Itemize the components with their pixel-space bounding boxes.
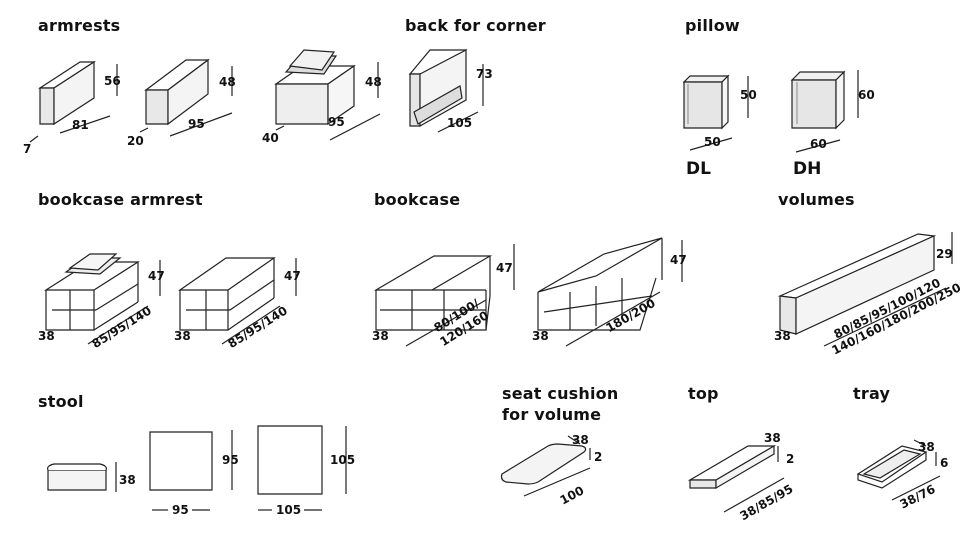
pillow-dl-label: DL	[686, 159, 711, 179]
pillow-dh-drawing	[792, 70, 858, 152]
stool-side-view-drawing	[48, 462, 116, 492]
stool-95-top-view-drawing	[150, 430, 232, 510]
dim-depth: 38	[532, 329, 549, 343]
dim-height: 50	[740, 88, 757, 102]
dim-width: 105	[276, 503, 302, 517]
dim-depth: 38	[774, 329, 791, 343]
dim-height: 48	[365, 75, 382, 89]
dim-height: 48	[219, 75, 236, 89]
stool-105-top-view-drawing	[258, 426, 346, 510]
dim-height: 47	[284, 269, 301, 283]
dim-depth: 38	[764, 431, 781, 445]
heading-back-for-corner: back for corner	[405, 16, 546, 35]
bookcase-medium-drawing	[376, 244, 514, 346]
dim-width: 60	[810, 137, 827, 151]
dim-height: 60	[858, 88, 875, 102]
heading-stool: stool	[38, 392, 84, 411]
dim-depth: 38	[372, 329, 389, 343]
dim-height: 56	[104, 74, 121, 88]
dim-height: 2	[594, 450, 603, 464]
dim-width: 95	[188, 117, 205, 131]
armrest-medium-drawing	[140, 60, 232, 136]
pillow-dl-drawing	[684, 76, 748, 150]
dim-width: 95	[172, 503, 189, 517]
heading-tray: tray	[853, 384, 891, 403]
bookcase-armrest-with-pillow-drawing	[46, 254, 160, 344]
dim-height: 6	[940, 456, 949, 470]
heading-seat-cushion-line1: seat cushion	[502, 384, 619, 403]
pillow-dh-label: DH	[793, 159, 822, 179]
armrest-large-drawing	[276, 50, 380, 140]
dim-height: 47	[148, 269, 165, 283]
dim-depth: 38	[174, 329, 191, 343]
heading-pillow: pillow	[685, 16, 740, 35]
bookcase-armrest-drawing	[180, 258, 296, 344]
volume-block-drawing	[780, 232, 952, 346]
back-corner-drawing	[410, 50, 483, 132]
heading-bookcase: bookcase	[374, 190, 461, 209]
dim-depth: 7	[23, 142, 32, 156]
dim-height: 2	[786, 452, 795, 466]
bookcase-large-drawing	[538, 238, 682, 346]
dim-height: 47	[670, 253, 687, 267]
dim-height: 73	[476, 67, 493, 81]
tray-drawing	[858, 440, 940, 500]
armrest-small-drawing	[30, 62, 117, 142]
dim-height: 95	[222, 453, 239, 467]
dim-height: 38	[119, 473, 136, 487]
dim-depth: 40	[262, 131, 279, 145]
heading-armrests: armrests	[38, 16, 121, 35]
seat-cushion-drawing	[502, 436, 591, 496]
dim-depth: 38	[38, 329, 55, 343]
dim-depth: 20	[127, 134, 144, 148]
dim-height: 29	[936, 247, 953, 261]
heading-volumes: volumes	[778, 190, 855, 209]
top-panel-drawing	[690, 446, 784, 512]
dim-width: 81	[72, 118, 89, 132]
dim-height: 47	[496, 261, 513, 275]
heading-seat-cushion-line2: for volume	[502, 405, 602, 424]
dim-width: 50	[704, 135, 721, 149]
dim-depth: 38	[572, 433, 589, 447]
dim-height: 105	[330, 453, 356, 467]
dim-width: 95	[328, 115, 345, 129]
heading-bookcase-armrest: bookcase armrest	[38, 190, 203, 209]
heading-top: top	[688, 384, 719, 403]
dim-width: 105	[447, 116, 473, 130]
dim-depth: 38	[918, 440, 935, 454]
